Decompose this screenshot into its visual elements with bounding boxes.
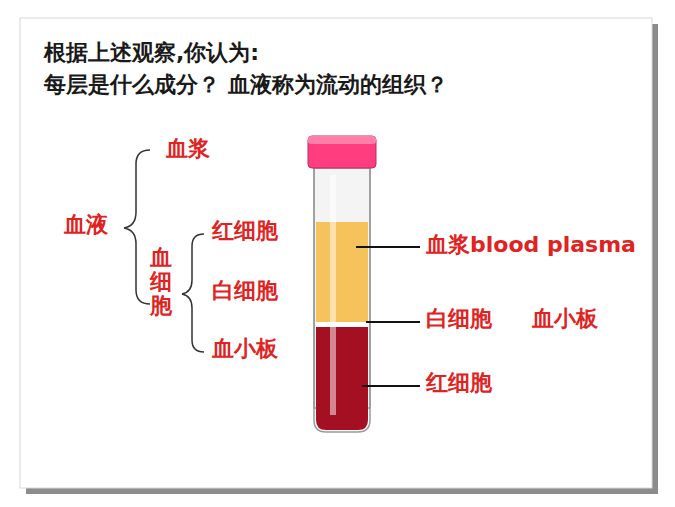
leader-line bbox=[366, 321, 420, 323]
tube-cap-top bbox=[308, 136, 376, 144]
brace bbox=[182, 234, 204, 352]
test-tube-outline bbox=[314, 168, 370, 432]
glass-highlight bbox=[330, 175, 336, 415]
tree-label-vertical: 血细胞 bbox=[150, 246, 172, 319]
layer-label: 血浆blood plasma bbox=[426, 232, 636, 258]
brace bbox=[124, 150, 150, 304]
buffy-coat bbox=[316, 322, 368, 327]
layer-label: 白细胞 bbox=[426, 306, 492, 332]
slide-panel bbox=[20, 18, 652, 488]
tree-label: 血浆 bbox=[166, 136, 210, 162]
tree-label: 红细胞 bbox=[212, 218, 278, 244]
tree-label: 血液 bbox=[64, 212, 108, 238]
leader-line bbox=[362, 385, 420, 387]
tree-label: 血小板 bbox=[212, 336, 278, 362]
leader-line bbox=[356, 246, 420, 248]
tree-label: 白细胞 bbox=[212, 278, 278, 304]
plasma-layer bbox=[316, 222, 368, 322]
red-cell-layer bbox=[316, 327, 368, 430]
slide-title: 根据上述观察,你认为: bbox=[44, 40, 259, 66]
slide-question: 每层是什么成分？ 血液称为流动的组织？ bbox=[44, 72, 448, 98]
layer-label: 红细胞 bbox=[426, 370, 492, 396]
layer-label: 血小板 bbox=[532, 306, 598, 332]
tube-cap bbox=[308, 136, 376, 168]
